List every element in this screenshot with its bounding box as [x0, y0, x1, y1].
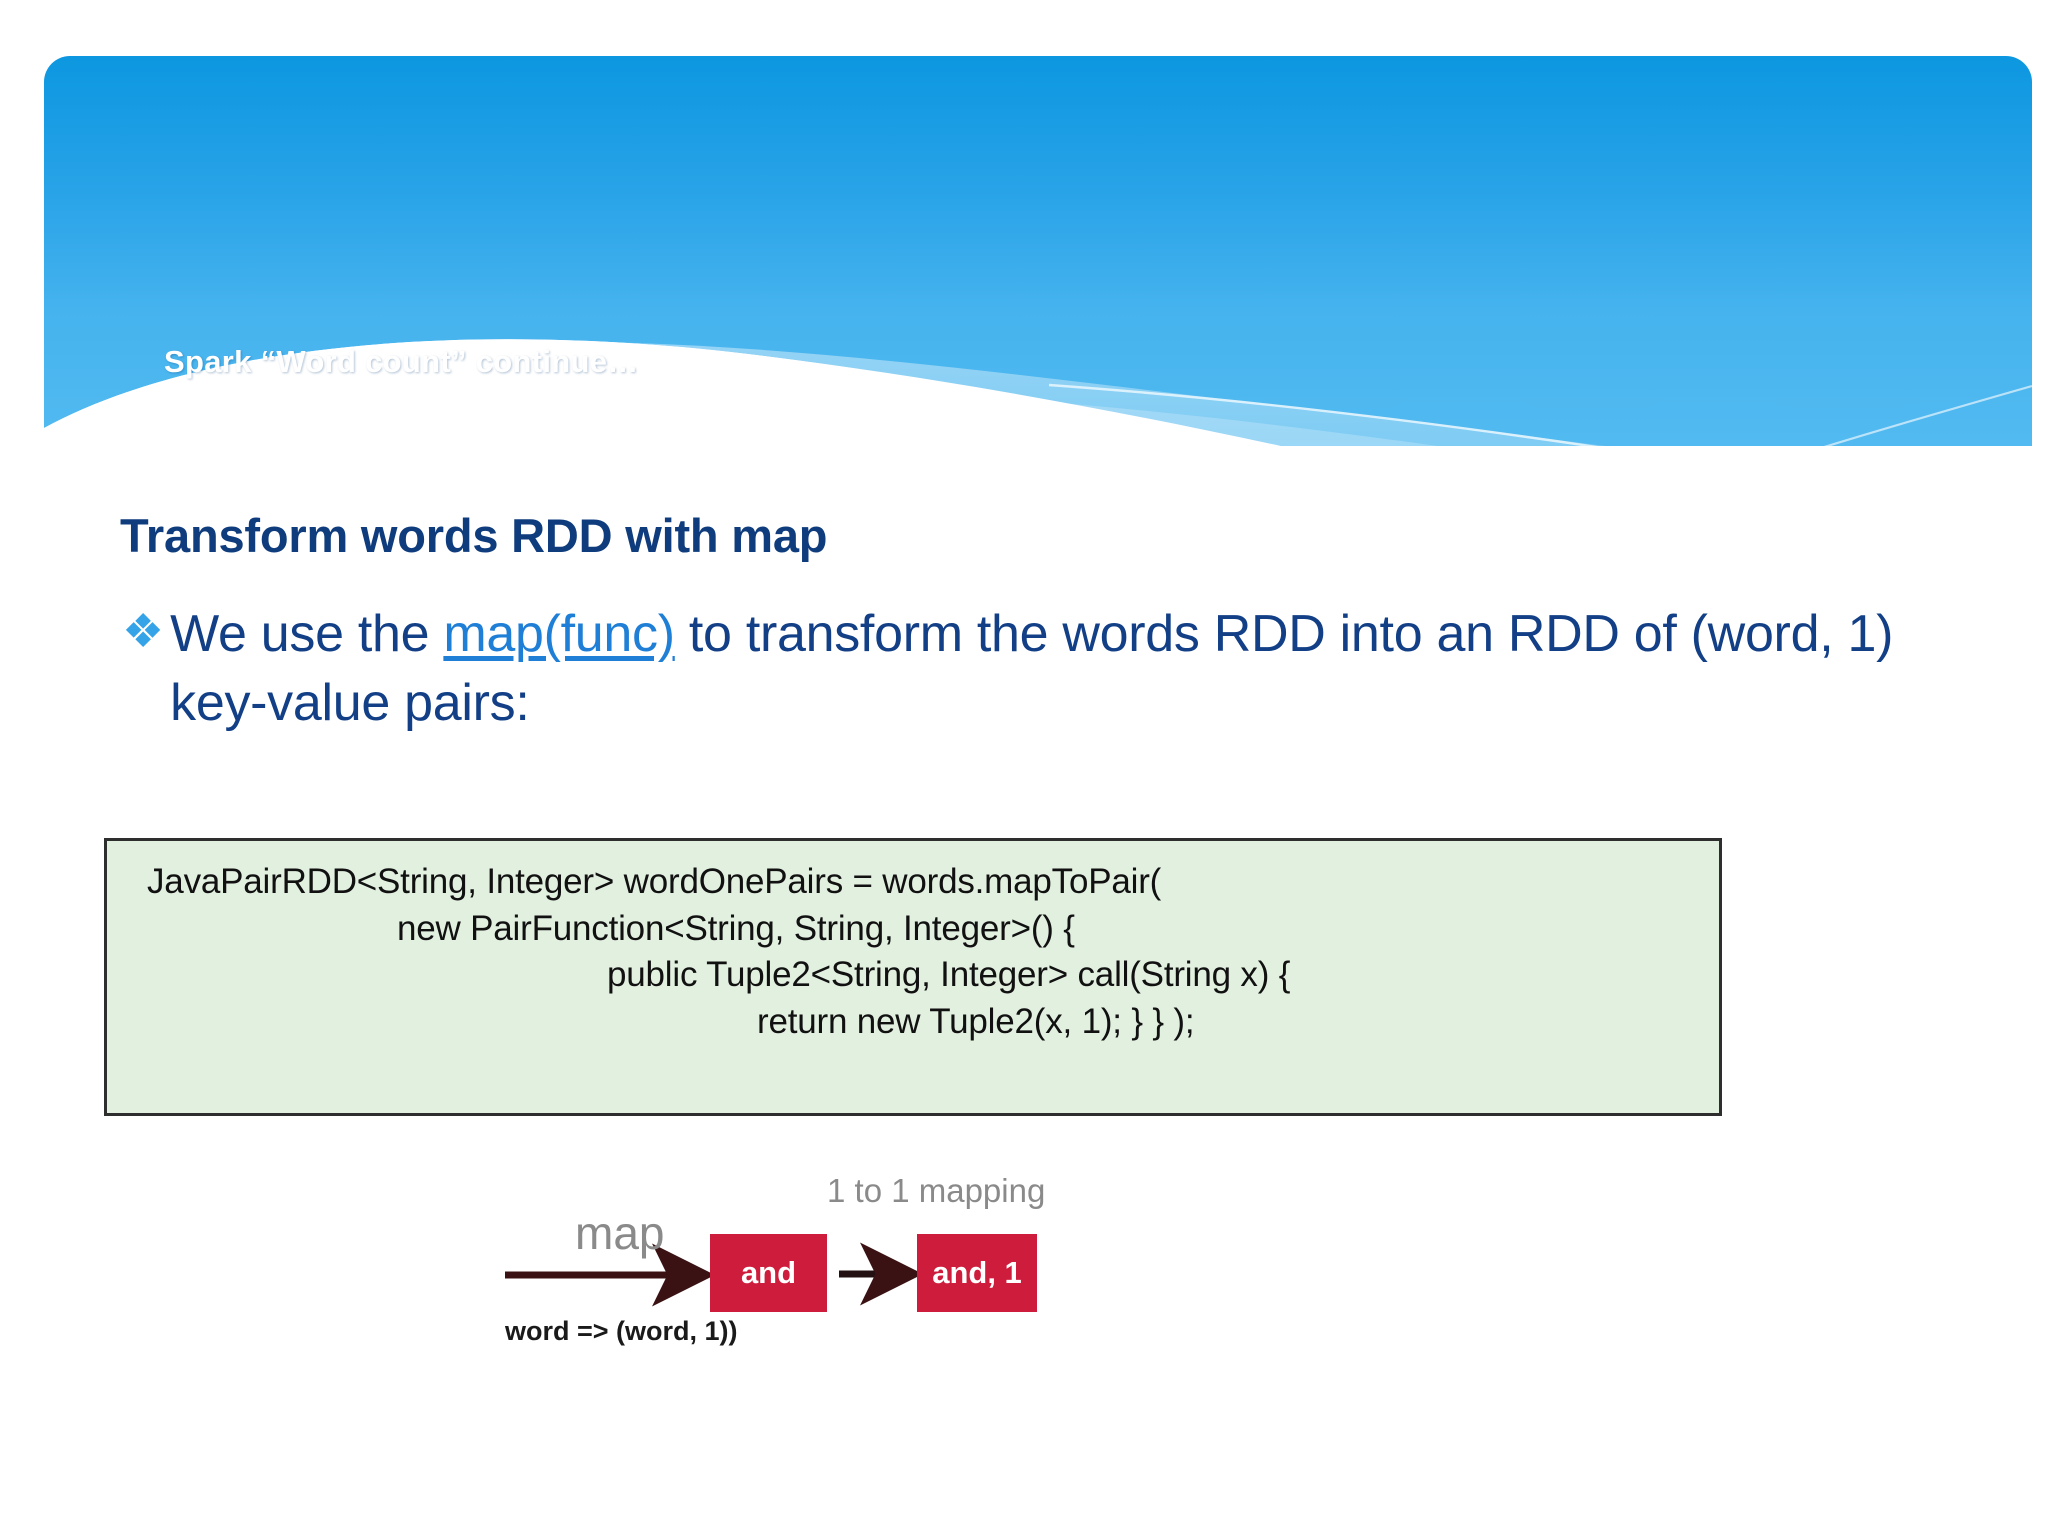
bullet-text: We use the map(func) to transform the wo… [170, 600, 1922, 737]
diamond-bullet-icon: ❖ [122, 604, 165, 657]
diagram-mapping-label: 1 to 1 mapping [827, 1172, 1046, 1209]
diagram-sub-label: word => (word, 1)) [505, 1316, 738, 1346]
map-func-link[interactable]: map(func) [443, 605, 675, 663]
banner-wave-graphic [44, 339, 2032, 446]
code-line: JavaPairRDD<String, Integer> wordOnePair… [147, 862, 1162, 901]
diagram-box-output: and, 1 [917, 1234, 1037, 1312]
diagram-arrows [505, 1242, 923, 1307]
diagram-map-label: map [575, 1207, 665, 1259]
code-line: public Tuple2<String, Integer> call(Stri… [607, 955, 1291, 995]
map-flow-diagram: map 1 to 1 mapping word => (word, 1)) an… [505, 1172, 1265, 1368]
banner-hairline-b [1823, 384, 2032, 446]
banner-wave-white [44, 339, 1604, 446]
bullet-item: ❖ We use the map(func) to transform the … [122, 600, 1922, 737]
code-snippet-box: JavaPairRDD<String, Integer> wordOnePair… [104, 838, 1722, 1116]
banner-hairline-a [1048, 383, 1598, 446]
bullet-text-before-link: We use the [170, 605, 444, 663]
bullet-text-after-link: to transform the words RDD into an RDD o… [170, 605, 1894, 732]
page-title: Transform words RDD with map [120, 509, 828, 562]
code-line: new PairFunction<String, String, Integer… [397, 908, 1075, 948]
slide-banner-title: Spark “Word count” continue… [164, 344, 639, 379]
diagram-box-input: and [710, 1234, 827, 1312]
code-line: return new Tuple2(x, 1); } } ); [757, 1001, 1195, 1041]
slide-banner: Spark “Word count” continue… [44, 56, 2032, 446]
